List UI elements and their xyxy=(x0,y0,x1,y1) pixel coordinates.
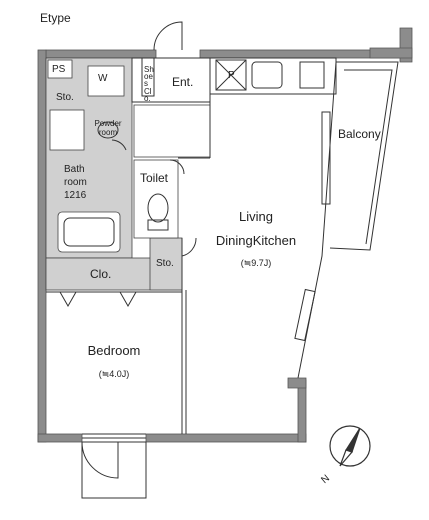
bathtub xyxy=(57,211,121,253)
toilet-label: Toilet xyxy=(140,171,169,185)
ldk-area-label: (≒9.7J) xyxy=(240,258,272,268)
storage-top-label: Sto. xyxy=(56,92,74,103)
pipe-space-label: P xyxy=(228,70,235,81)
entrance-label: Ent. xyxy=(172,75,194,89)
bath-label-1: Bath xyxy=(64,164,85,175)
closet-label: Clo. xyxy=(90,267,112,281)
living-label: Living xyxy=(239,209,273,224)
bath-label-2: room xyxy=(64,177,87,188)
bedroom-label: Bedroom xyxy=(87,343,141,358)
unit-type-label: Etype xyxy=(40,11,71,25)
washer-label: W xyxy=(98,73,108,84)
ps-label: PS xyxy=(52,64,66,75)
compass-icon xyxy=(329,425,371,467)
toilet-room xyxy=(133,159,179,239)
dining-kitchen-label: DiningKitchen xyxy=(215,233,297,248)
interior-lines xyxy=(46,21,399,499)
bedroom-area-label: (≒4.0J) xyxy=(98,369,130,379)
ps-box xyxy=(47,59,73,79)
powder-room-label: Powder room xyxy=(94,119,122,137)
storage-mid-label: Sto. xyxy=(156,258,174,269)
shoes-closet-label: Shoes Clo. xyxy=(144,65,154,103)
bath-label-3: 1216 xyxy=(64,190,87,201)
powder-area xyxy=(133,104,211,158)
washer-box xyxy=(87,65,125,97)
balcony-label: Balcony xyxy=(338,127,381,141)
